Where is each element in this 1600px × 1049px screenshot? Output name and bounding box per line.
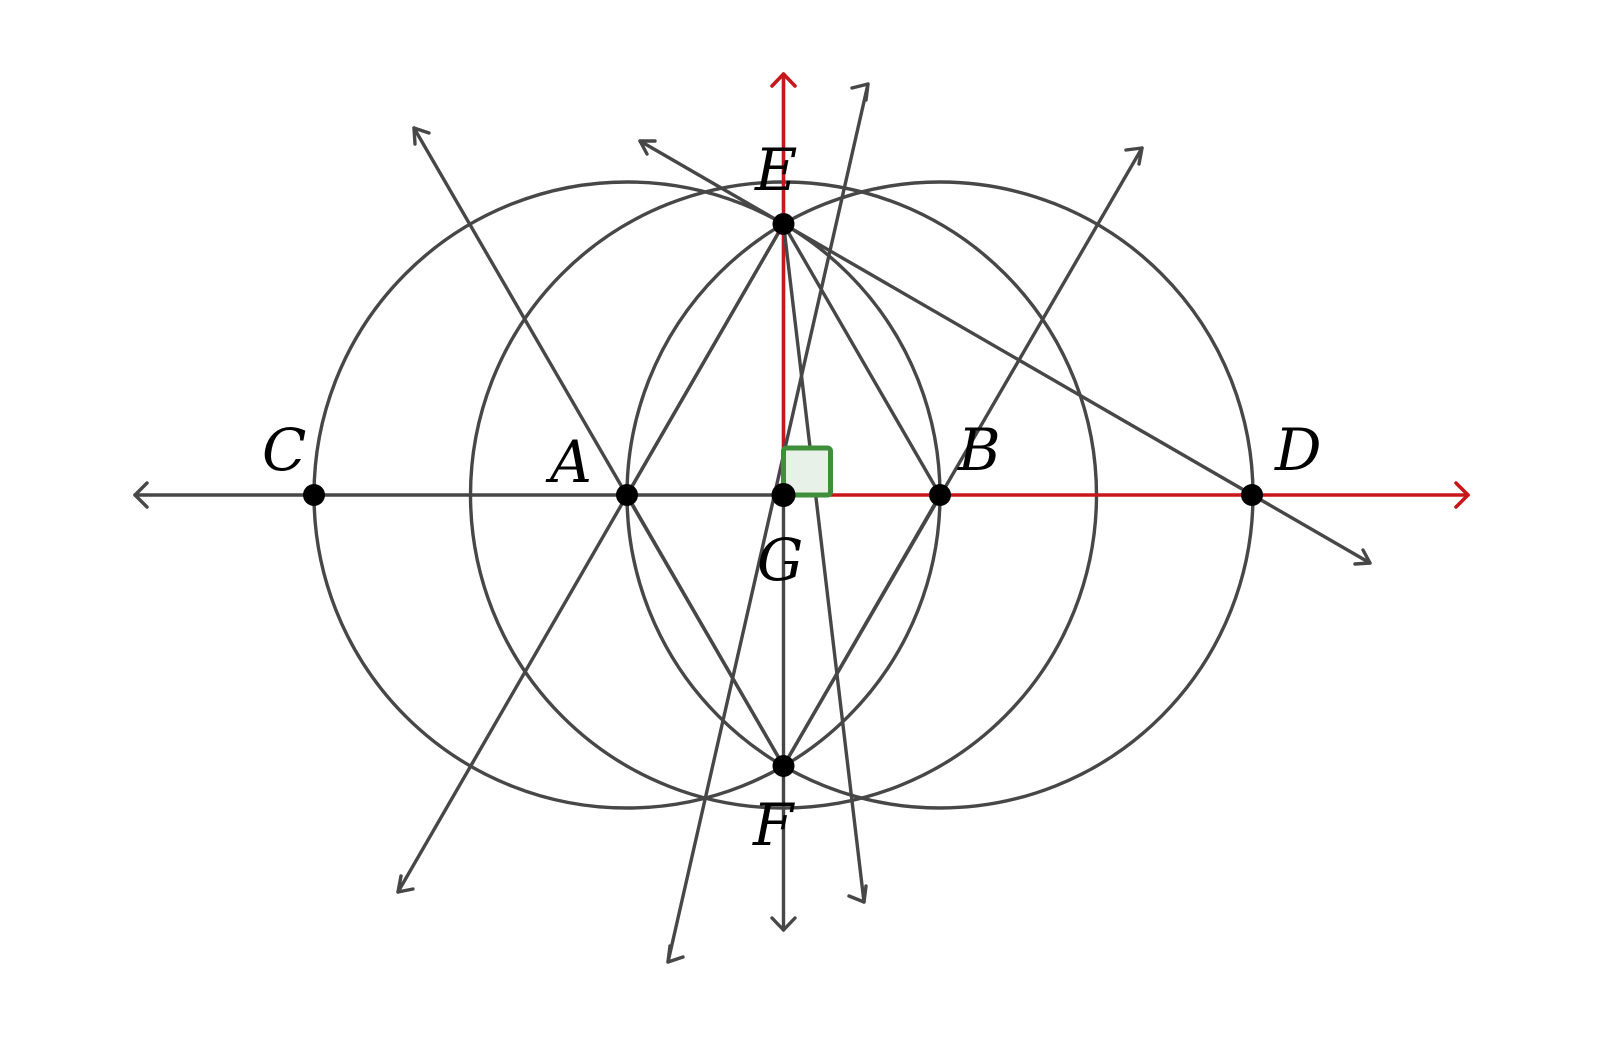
arrow-down-icon: [770, 916, 797, 932]
point-C: [303, 484, 325, 506]
label-F: F: [752, 791, 795, 859]
arrow-upright-B-icon: [1124, 146, 1144, 166]
arrow-upleft-E-icon: [638, 139, 657, 156]
label-B: B: [957, 416, 1001, 484]
arrow-upright-E-icon: [850, 82, 870, 102]
arrow-right-red-icon: [1454, 481, 1470, 509]
right-angle-marker: [781, 445, 833, 498]
line-EA-extended: [396, 222, 786, 894]
arrow-left-icon: [133, 481, 149, 509]
label-A: A: [545, 428, 592, 496]
arrow-downleft-A-icon: [396, 874, 415, 894]
point-F: [772, 755, 795, 777]
label-C: C: [262, 416, 306, 484]
line-AE-extended: [666, 82, 870, 964]
line-FA-extended: [412, 126, 786, 768]
label-E: E: [754, 136, 797, 204]
label-G: G: [757, 526, 803, 594]
point-E: [772, 213, 795, 235]
point-D: [1241, 484, 1263, 506]
point-G: [771, 483, 796, 507]
arrow-downleft-F-icon: [666, 944, 685, 964]
point-B: [929, 484, 951, 506]
arrow-up-red-icon: [770, 72, 797, 88]
line-FB-extended: [781, 146, 1144, 768]
arrow-downright-D-icon: [1353, 548, 1372, 566]
arrow-downright-F-icon: [847, 884, 868, 904]
arrow-upleft-A-icon: [412, 126, 431, 146]
segment-EB: [781, 222, 942, 497]
label-D: D: [1274, 416, 1322, 484]
line-EB-extended: [781, 222, 866, 904]
point-A: [616, 484, 638, 506]
